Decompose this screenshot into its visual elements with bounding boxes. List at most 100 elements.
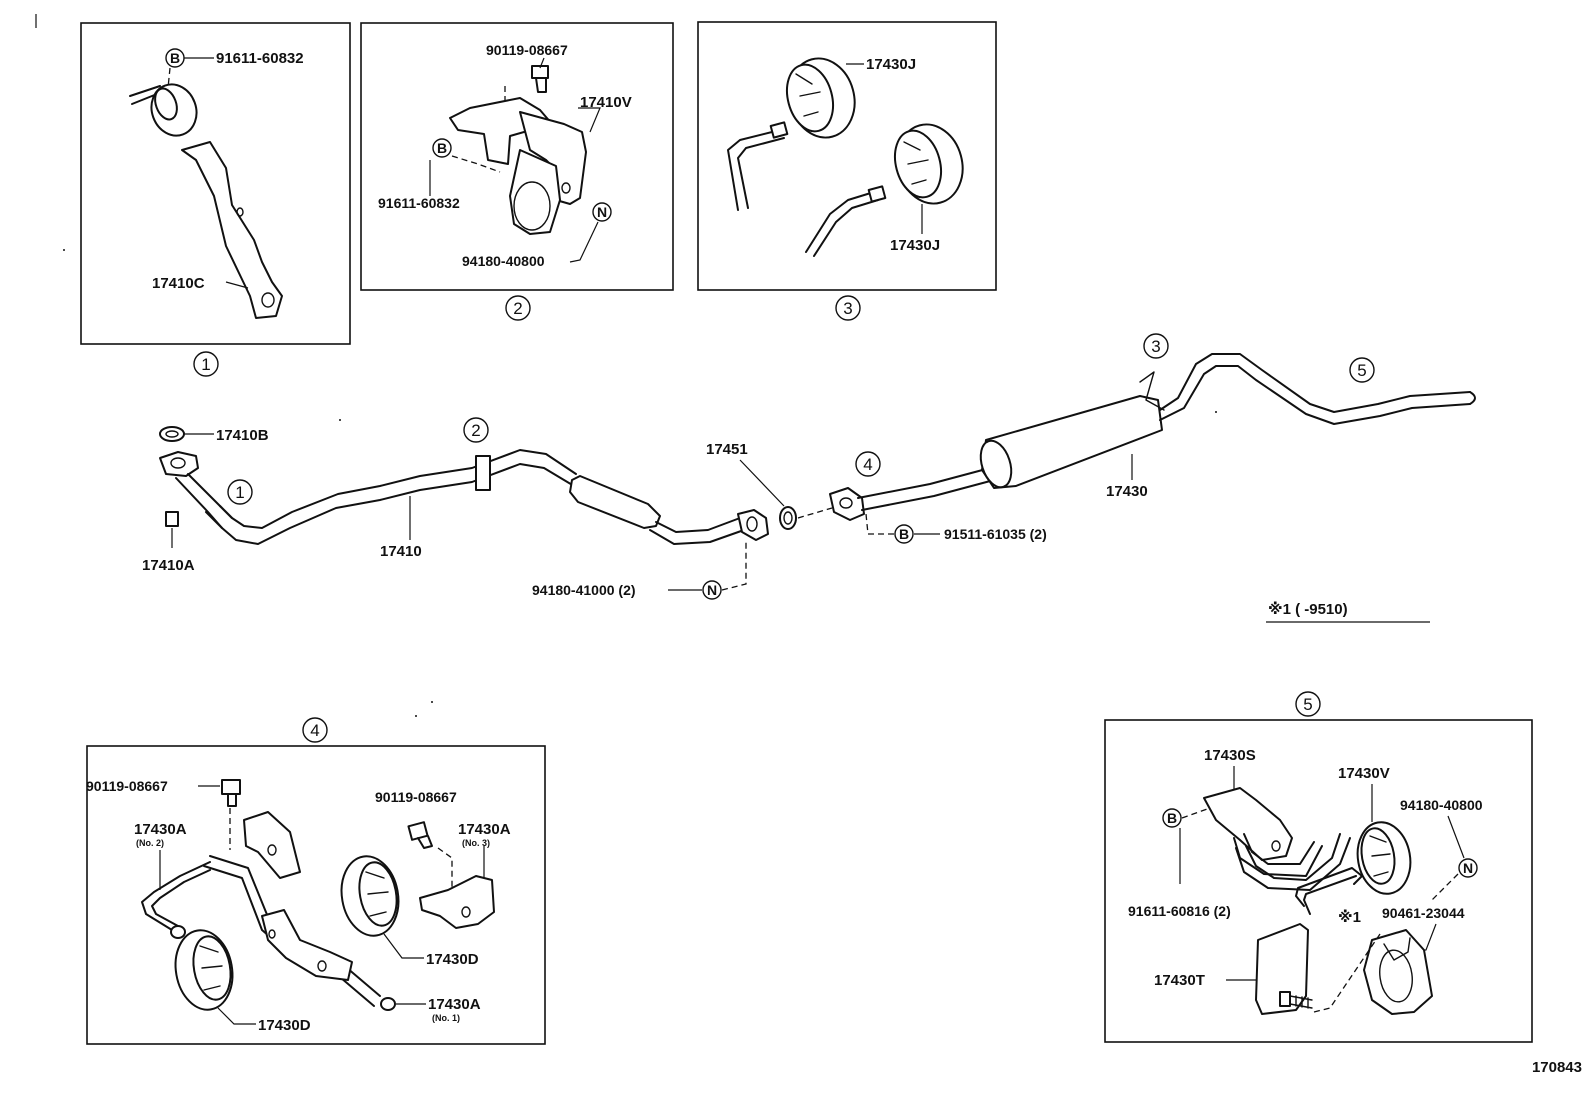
detail-1-caption: 1 xyxy=(193,351,219,377)
detail-2-part-bolt-b: 91611-60832 xyxy=(378,195,460,211)
detail-2-bolt-b-symbol: B xyxy=(432,138,452,158)
main-part-bolt-mid: 91511-61035 (2) xyxy=(944,526,1047,542)
detail-2-n-leader xyxy=(569,221,599,263)
detail-1-bracket xyxy=(181,141,283,319)
detail-5-pipe-end xyxy=(1295,867,1363,915)
svg-text:4: 4 xyxy=(863,455,872,474)
main-gasket-mid-leader xyxy=(739,459,785,507)
detail-1-bolt-b-symbol: B xyxy=(165,48,185,68)
svg-text:B: B xyxy=(437,140,447,156)
main-tail-flange xyxy=(829,487,865,521)
main-pipe-hanger xyxy=(475,455,491,491)
detail-4-frame xyxy=(86,745,546,1045)
detail-2-hanger-hole xyxy=(561,182,571,194)
detail-3-pin-upper xyxy=(769,121,789,139)
detail-5-part-bracket-s: 17430S xyxy=(1204,747,1256,764)
detail-2-bolt xyxy=(531,65,549,93)
detail-5-stud xyxy=(1279,991,1313,1009)
detail-5-caption: 5 xyxy=(1295,691,1321,717)
main-note: ※1 ( -9510) xyxy=(1268,600,1348,618)
svg-text:3: 3 xyxy=(843,299,852,318)
detail-5-note-mark: ※1 xyxy=(1338,908,1361,926)
svg-text:B: B xyxy=(899,526,909,542)
detail-1-bracket-hole xyxy=(261,292,275,308)
detail-5-bracket-t xyxy=(1255,923,1309,1015)
detail-3-caption: 3 xyxy=(835,295,861,321)
detail-2-nut-n-symbol: N xyxy=(592,202,612,222)
scan-specks xyxy=(35,14,1217,717)
main-bolt-b-symbol: B xyxy=(894,524,914,544)
main-bolt-mid-leader xyxy=(865,513,894,535)
detail-1-frame xyxy=(80,22,351,345)
detail-1-hanger-rubber xyxy=(129,83,198,137)
main-assembly: 17410B 17410A 17451 N 94180-41000 ( xyxy=(142,333,1476,623)
detail-4-part-support-right: 17430D xyxy=(426,951,479,968)
main-part-nut-mid: 94180-41000 (2) xyxy=(532,582,636,598)
main-nut-n-symbol: N xyxy=(702,580,722,600)
svg-text:B: B xyxy=(1167,810,1177,826)
main-marker-5: 5 xyxy=(1349,357,1375,383)
svg-text:N: N xyxy=(597,204,607,220)
svg-text:5: 5 xyxy=(1303,695,1312,714)
detail-4-caption: 4 xyxy=(302,717,328,743)
detail-3: 17430J 17430J xyxy=(697,21,997,291)
detail-3-part-support-lower: 17430J xyxy=(890,237,940,254)
svg-text:N: N xyxy=(707,582,717,598)
detail-5-part-clamp: 90461-23044 xyxy=(1382,905,1465,921)
svg-text:4: 4 xyxy=(310,721,319,740)
main-mid-flange xyxy=(737,509,769,541)
main-marker-2: 2 xyxy=(463,417,489,443)
detail-4-support-left xyxy=(174,929,234,1011)
svg-text:2: 2 xyxy=(471,421,480,440)
detail-5-support-v xyxy=(1356,821,1412,895)
svg-text:2: 2 xyxy=(513,299,522,318)
detail-1-bracket-hole-small xyxy=(236,207,244,217)
detail-4-part-bracket-no3: 17430A xyxy=(458,821,511,838)
detail-2-part-hanger: 17410V xyxy=(580,94,632,111)
detail-5-bracket-s xyxy=(1203,787,1293,861)
detail-2-bolt-label-leader xyxy=(539,57,545,69)
detail-2-b-leader xyxy=(451,155,501,173)
main-nut-mid-leader xyxy=(721,540,747,591)
main-part-gasket-top: 17410B xyxy=(216,427,269,444)
detail-2-caption: 2 xyxy=(505,295,531,321)
detail-4-bolt-right xyxy=(407,821,433,849)
detail-4-bracket-lower xyxy=(261,909,353,981)
detail-1-part-top: 91611-60832 xyxy=(216,50,304,67)
main-tail-hanger xyxy=(1139,371,1165,411)
main-front-pipe-bottom xyxy=(187,449,577,529)
detail-4-part-bracket-no2: 17430A xyxy=(134,821,187,838)
detail-4-part-bracket-no3-sub: (No. 3) xyxy=(462,838,490,848)
svg-text:B: B xyxy=(170,50,180,66)
main-gasket-top xyxy=(159,426,185,442)
detail-2-hanger xyxy=(519,111,587,205)
main-marker-1: 1 xyxy=(227,479,253,505)
detail-3-pipe-lower xyxy=(805,191,879,257)
main-gasket-mid xyxy=(779,506,797,530)
detail-1-bolt-leader xyxy=(167,67,171,89)
detail-2: B N 90119-08667 17410V 91611-60832 94180… xyxy=(360,22,674,291)
main-front-flange xyxy=(159,451,199,477)
detail-5-part-support-v: 17430V xyxy=(1338,765,1390,782)
main-front-pipe-top xyxy=(175,463,575,545)
detail-5-clamp xyxy=(1363,929,1433,1015)
detail-3-part-support-upper: 17430J xyxy=(866,56,916,73)
detail-4-bolt-left xyxy=(221,779,241,807)
detail-3-support-upper xyxy=(785,57,856,139)
svg-text:N: N xyxy=(1463,860,1473,876)
detail-5-bolt-b-symbol: B xyxy=(1162,808,1182,828)
detail-5-nut-n-symbol: N xyxy=(1458,858,1478,878)
main-part-tail-pipe: 17430 xyxy=(1106,483,1148,500)
detail-4-part-bolt-left: 90119-08667 xyxy=(86,778,168,794)
detail-5-part-bolt-b: 91611-60816 (2) xyxy=(1128,903,1231,919)
main-part-gasket-mid: 17451 xyxy=(706,441,748,458)
main-nut-left xyxy=(165,511,179,527)
detail-3-pipe-upper xyxy=(727,129,785,211)
detail-2-hanger-leader xyxy=(578,107,601,133)
detail-4-bracket-no3 xyxy=(419,875,495,929)
detail-4-rod-left xyxy=(141,861,211,931)
detail-5: 17430S B 91611-60816 (2) 17430V 94180-40… xyxy=(1104,719,1533,1043)
main-rear-pipe-segment xyxy=(649,517,745,545)
detail-5-part-bracket-t: 17430T xyxy=(1154,972,1205,989)
